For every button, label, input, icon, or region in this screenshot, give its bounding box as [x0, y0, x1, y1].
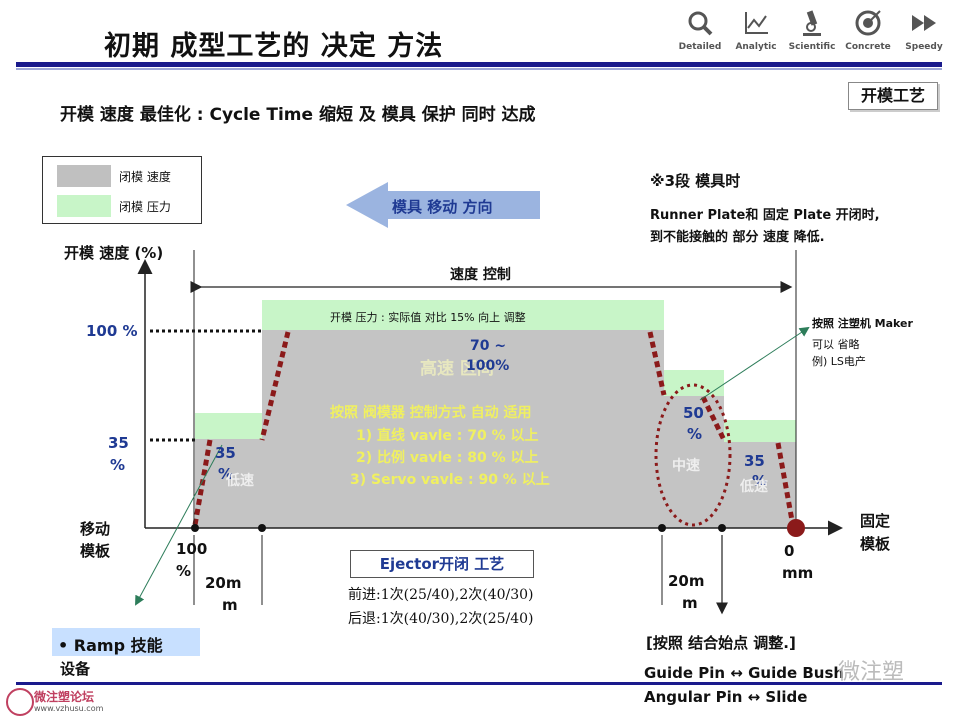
high-speed-value-a: 70 ~ — [470, 338, 507, 354]
direction-label: 模具 移动 方向 — [392, 198, 493, 216]
y-axis-label: 开模 速度 (%) — [64, 244, 164, 262]
detailed-label: Detailed — [678, 42, 722, 52]
speedy-tile: Speedy — [896, 8, 952, 52]
right-speed-unit: % — [752, 472, 768, 490]
ramp-function-label: • Ramp 技能 — [58, 636, 163, 655]
left-speed-value: 35 — [215, 444, 236, 462]
analytic-tile: Analytic — [728, 8, 784, 52]
top-pressure-band — [262, 300, 664, 330]
legend: 闭模 速度 闭模 压力 — [42, 156, 202, 224]
y-tick-35: 35 — [108, 434, 129, 452]
right-pressure-band — [724, 420, 796, 442]
left-distance-b: m — [222, 596, 238, 614]
y-tick-100: 100 % — [86, 322, 138, 340]
subtitle: 开模 速度 最佳化 : Cycle Time 缩短 及 模具 保护 同时 达成 — [60, 105, 536, 125]
moving-platen-label-2: 模板 — [80, 542, 111, 560]
right-speed-value: 35 — [744, 452, 765, 470]
left-low-speed: 低速 — [226, 473, 254, 489]
maker-pointer — [699, 326, 810, 401]
section-tag: 开模工艺 — [848, 82, 938, 110]
target-icon — [855, 10, 881, 36]
point-mid — [658, 524, 666, 532]
header-icon-bar: Detailed Analytic Scientific Concrete Sp… — [672, 8, 952, 52]
mid-speed-unit: % — [687, 425, 703, 443]
scientific-tile: Scientific — [784, 8, 840, 52]
right-distance-b: m — [682, 594, 698, 612]
right-distance-a: 20m — [668, 572, 705, 590]
point-20mm — [258, 524, 266, 532]
ramp-function-label-2: 设备 — [60, 660, 91, 678]
control-line-3: 3) Servo vavle : 90 % 以上 — [350, 472, 550, 488]
moving-platen-label-1: 移动 — [80, 520, 111, 538]
note-line-2: 到不能接触的 部分 速度 降低. — [650, 230, 825, 245]
control-title: 按照 阀模器 控制方式 自动 适用 — [330, 405, 532, 421]
note-line-1: Runner Plate和 固定 Plate 开闭时, — [650, 208, 880, 223]
concrete-label: Concrete — [845, 42, 891, 52]
speedy-label: Speedy — [905, 42, 943, 52]
control-line-2: 2) 比例 vavle : 80 % 以上 — [356, 450, 539, 466]
start-position-value: 100 — [176, 540, 208, 558]
point-start — [191, 524, 199, 532]
fast-forward-icon — [912, 15, 936, 31]
legend-swatch-speed — [57, 165, 111, 187]
legend-label-speed: 闭模 速度 — [119, 170, 171, 184]
header-divider-thin — [16, 68, 942, 70]
ejector-forward: 前进:1次(25/40),2次(40/30) — [348, 587, 534, 603]
forum-name: 微注塑论坛 — [34, 690, 95, 704]
guide-pin-note: Guide Pin ↔ Guide Bush — [644, 664, 845, 682]
maker-note-1: 按照 注塑机 Maker — [812, 317, 913, 330]
left-pressure-band — [195, 413, 265, 439]
pressure-note: 开模 压力 : 实际值 对比 15% 向上 调整 — [330, 311, 526, 324]
speed-control-label: 速度 控制 — [450, 267, 511, 283]
mid-speed-value: 50 — [683, 404, 704, 422]
fixed-platen-label-2: 模板 — [860, 535, 891, 553]
left-speed-unit: % — [218, 465, 234, 483]
maker-note-3: 例) LS电产 — [812, 355, 866, 368]
mid-speed-ellipse — [654, 383, 732, 527]
forum-logo-icon — [6, 688, 34, 716]
direction-arrow — [346, 182, 540, 228]
search-icon — [688, 11, 713, 36]
mid-speed-label: 中速 — [672, 458, 700, 474]
forum-url: www.vzhusu.com — [34, 704, 104, 713]
ejector-title: Ejector开闭 工艺 — [350, 550, 534, 578]
ejector-backward: 后退:1次(40/30),2次(25/40) — [348, 611, 534, 627]
analytic-label: Analytic — [735, 42, 777, 52]
start-position-unit: % — [176, 562, 192, 580]
mid-pressure-band — [664, 370, 724, 396]
watermark: 微注塑 — [838, 660, 905, 685]
legend-label-pressure: 闭模 压力 — [119, 200, 171, 214]
note-title: ※3段 模具时 — [650, 172, 741, 190]
zero-position-value: 0 — [784, 542, 795, 560]
point-zero — [787, 519, 805, 537]
ramp-pointer — [135, 444, 223, 606]
fixed-platen-label-1: 固定 — [860, 512, 891, 530]
speed-profile — [195, 330, 796, 528]
legend-swatch-pressure — [57, 195, 111, 217]
right-low-speed: 低速 — [740, 479, 768, 495]
detailed-tile: Detailed — [672, 8, 728, 52]
chart-icon — [745, 12, 768, 34]
angular-pin-note: Angular Pin ↔ Slide — [644, 688, 808, 706]
adjust-note: [按照 结合始点 调整.] — [646, 634, 796, 652]
high-speed-value-b: 100% — [466, 358, 510, 374]
maker-note-2: 可以 省略 — [812, 338, 860, 351]
header-divider — [16, 62, 942, 67]
ramp-function-box: • Ramp 技能 — [52, 628, 200, 656]
point-20mm-right — [718, 524, 726, 532]
high-speed-label: 高速 区间 — [420, 359, 494, 379]
y-tick-35-unit: % — [110, 456, 126, 474]
zero-position-unit: mm — [782, 564, 814, 582]
microscope-icon — [803, 10, 821, 36]
control-line-1: 1) 直线 vavle : 70 % 以上 — [356, 428, 539, 444]
footer-divider — [16, 682, 942, 685]
page-title: 初期 成型工艺的 决定 方法 — [104, 31, 444, 62]
concrete-tile: Concrete — [840, 8, 896, 52]
scientific-label: Scientific — [788, 42, 836, 52]
left-distance-a: 20m — [205, 574, 242, 592]
ramp-lines — [192, 331, 796, 527]
